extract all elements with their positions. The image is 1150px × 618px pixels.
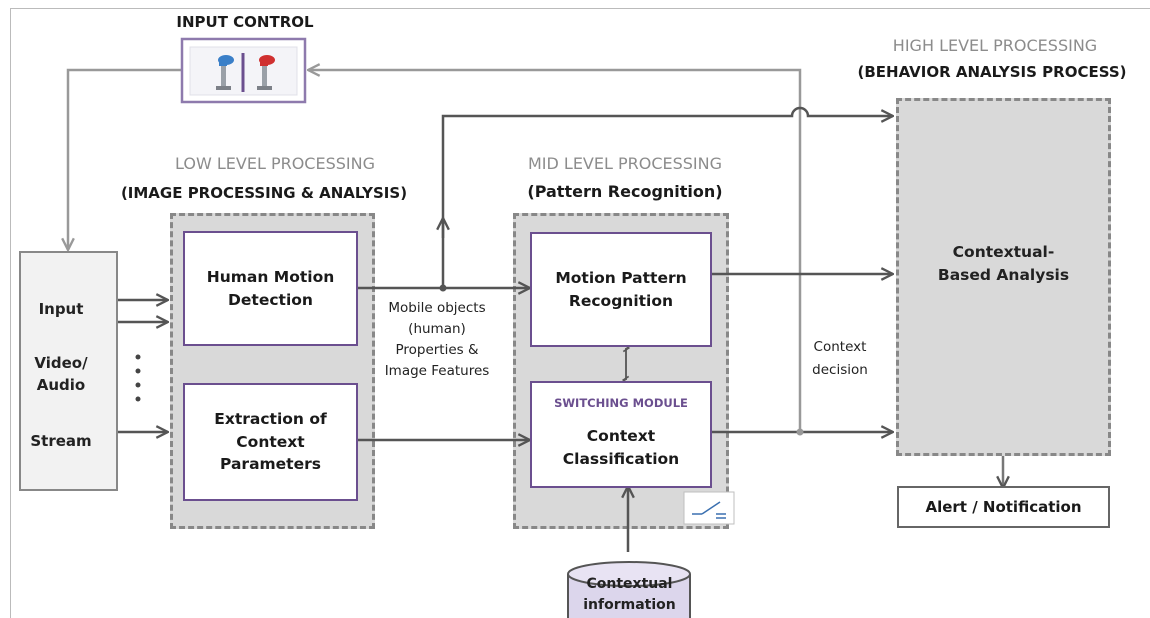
low-level-title: LOW LEVEL PROCESSING bbox=[175, 154, 375, 173]
context-classification-label: Context Classification bbox=[562, 427, 680, 468]
feedback-loop-line bbox=[308, 70, 802, 432]
input-control-label: INPUT CONTROL bbox=[176, 13, 314, 31]
motion-pattern-recognition-label: Motion Pattern Recognition bbox=[555, 269, 687, 310]
input-stream-box bbox=[19, 251, 118, 491]
input-stream-line3: Stream bbox=[30, 432, 92, 450]
contextual-information-database-icon bbox=[567, 561, 691, 618]
red-camera-icon[interactable] bbox=[257, 55, 275, 90]
contextual-information-label: Contextual information bbox=[583, 576, 676, 613]
low-level-subtitle: (IMAGE PROCESSING & ANALYSIS) bbox=[120, 184, 408, 202]
context-junction bbox=[796, 428, 804, 436]
contextual-based-analysis-label: Contextual-Based Analysis bbox=[937, 243, 1070, 284]
mobile-objects-annotation: Mobile objects (human) Properties & Imag… bbox=[384, 300, 490, 379]
alert-notification-box[interactable]: Alert / Notification bbox=[897, 486, 1110, 528]
frame-left-line bbox=[10, 8, 11, 618]
high-level-region bbox=[896, 98, 1111, 456]
frame-top-line bbox=[10, 8, 1150, 9]
high-level-title: HIGH LEVEL PROCESSING bbox=[892, 36, 1098, 55]
stream-dot-1 bbox=[135, 354, 141, 360]
mid-level-subtitle: (Pattern Recognition) bbox=[527, 182, 723, 201]
extraction-context-parameters-label: Extraction of Context Parameters bbox=[214, 410, 327, 474]
switching-module-label: SWITCHING MODULE bbox=[554, 396, 688, 410]
stream-dot-3 bbox=[135, 382, 141, 388]
context-classification-box[interactable]: Context Classification bbox=[530, 381, 712, 488]
human-motion-detection-label: Human Motion Detection bbox=[206, 268, 335, 309]
alert-notification-label: Alert / Notification bbox=[925, 498, 1082, 516]
stream-dot-2 bbox=[135, 368, 141, 374]
extraction-context-parameters-box[interactable]: Extraction of Context Parameters bbox=[183, 383, 358, 501]
context-decision-annotation: Context decision bbox=[812, 339, 868, 378]
high-level-subtitle: (BEHAVIOR ANALYSIS PROCESS) bbox=[857, 63, 1127, 81]
motion-pattern-recognition-box[interactable]: Motion Pattern Recognition bbox=[530, 232, 712, 347]
input-stream-line1: Input bbox=[38, 300, 84, 318]
human-motion-detection-box[interactable]: Human Motion Detection bbox=[183, 231, 358, 346]
switch-icon[interactable] bbox=[683, 491, 735, 525]
control-to-input-line bbox=[68, 68, 182, 250]
input-stream-line2: Video/ Audio bbox=[34, 354, 88, 394]
mid-level-title: MID LEVEL PROCESSING bbox=[527, 154, 723, 173]
blue-camera-icon[interactable] bbox=[216, 55, 234, 90]
branch-to-high-level-line bbox=[441, 106, 893, 238]
stream-dot-4 bbox=[135, 396, 141, 402]
